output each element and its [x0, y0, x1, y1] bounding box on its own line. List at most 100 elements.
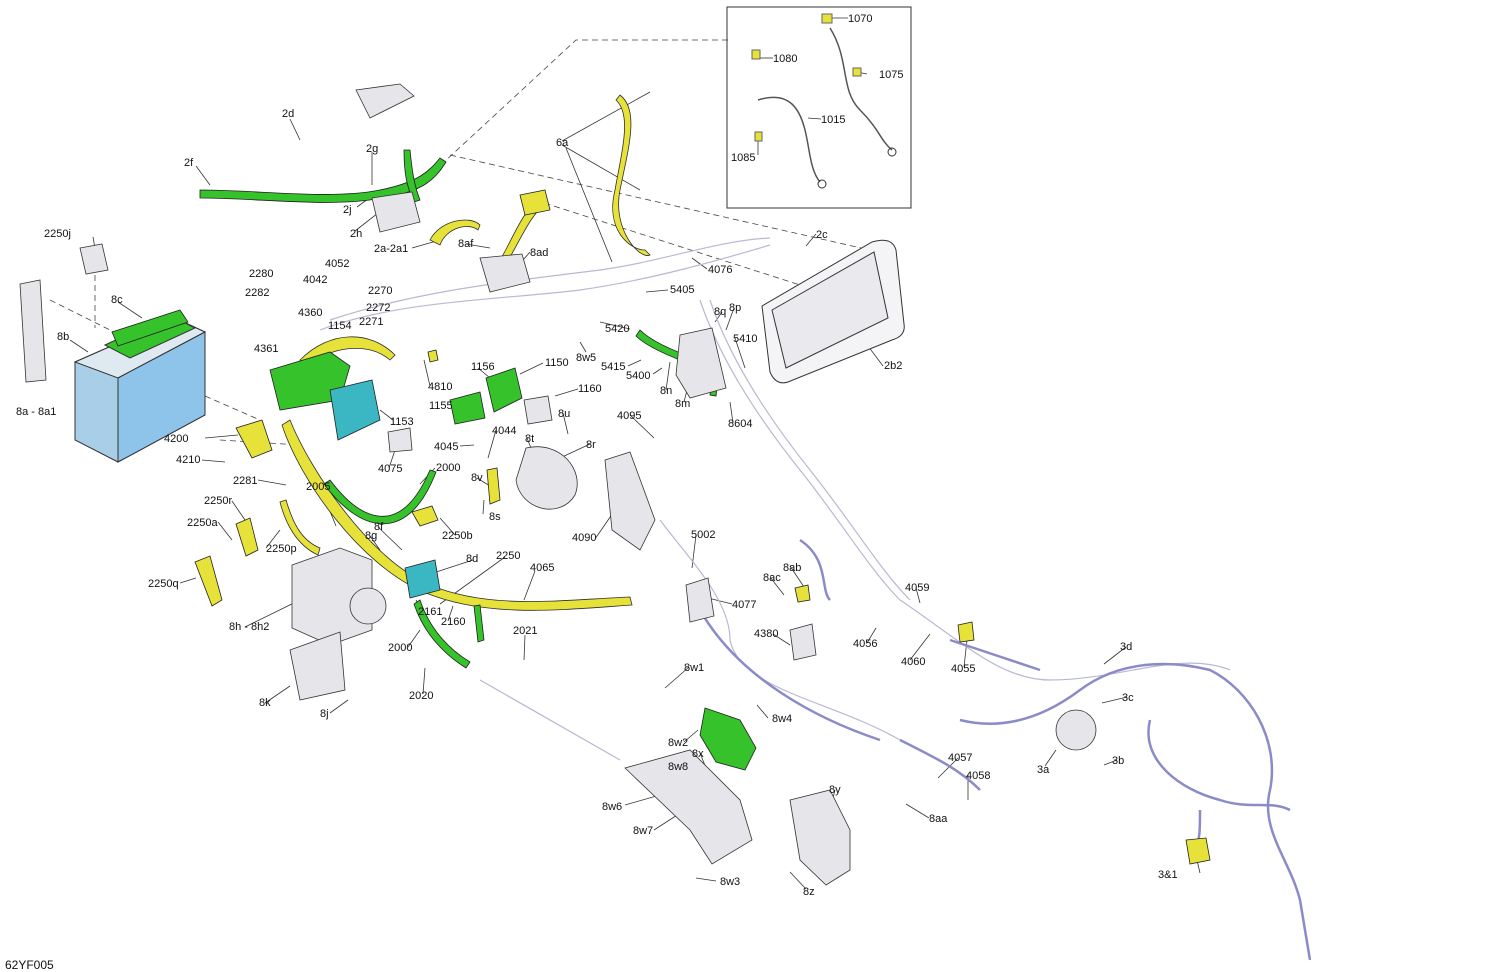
- callout-label: 2271: [359, 316, 384, 328]
- callout-label: 8d: [466, 553, 479, 565]
- callout-label: 2f: [184, 157, 194, 169]
- callout-label: 2250: [496, 550, 521, 562]
- callout-label: 3&1: [1158, 869, 1178, 881]
- inset-box: [726, 6, 912, 209]
- callout-label: 2250q: [148, 578, 179, 590]
- callout-label: 8m: [675, 398, 691, 410]
- callout-label: 8w7: [633, 825, 654, 837]
- callout-label: 8x: [692, 748, 704, 760]
- drawing-id: 62YF005: [5, 958, 54, 972]
- callout-label: 8t: [525, 433, 535, 445]
- callout-label: 2272: [366, 302, 391, 314]
- callout-label: 8v: [471, 472, 483, 484]
- callout-label: 8aa: [929, 813, 948, 825]
- callout-label: 1153: [390, 416, 414, 428]
- callout-label: 2020: [409, 690, 434, 702]
- callout-label: 4200: [164, 433, 189, 445]
- callout-label: 4045: [434, 441, 459, 453]
- callout-label: 8b: [57, 331, 70, 343]
- callout-label: 4058: [966, 770, 991, 782]
- callout-label: 4076: [708, 264, 733, 276]
- callout-label: 4055: [951, 663, 976, 675]
- callout-label: 2j: [343, 204, 352, 216]
- display-unit: [761, 239, 905, 384]
- callout-label: 8w5: [576, 352, 597, 364]
- callout-label: 2160: [441, 616, 466, 628]
- callout-label: 2h: [350, 228, 363, 240]
- callout-label: 4210: [176, 454, 201, 466]
- callout-label: 8g: [365, 530, 378, 542]
- callout-label: 8f: [374, 521, 384, 533]
- callout-label: 5415: [601, 361, 626, 373]
- green-components: [111, 309, 757, 771]
- callout-label: 8ab: [783, 562, 802, 574]
- callout-label: 1080: [773, 53, 798, 65]
- callout-label: 3d: [1120, 641, 1133, 653]
- callout-label: 3a: [1037, 764, 1050, 776]
- callout-label: 2c: [816, 229, 828, 241]
- callout-label: 8af: [458, 238, 474, 250]
- callout-label: 1075: [879, 69, 904, 81]
- callout-label: 8n: [660, 385, 673, 397]
- callout-label: 5002: [691, 529, 716, 541]
- callout-label: 2281: [233, 475, 258, 487]
- callout-leader-lines: [69, 17, 1201, 890]
- callout-label: 4810: [428, 381, 453, 393]
- callout-label: 8w6: [602, 801, 623, 813]
- battery: [73, 314, 207, 463]
- callout-label: 4060: [901, 656, 926, 668]
- callout-label: 8r: [586, 439, 596, 451]
- callout-label: 4360: [298, 307, 323, 319]
- yellow-components: [194, 189, 1211, 865]
- callout-label: 5420: [605, 323, 630, 335]
- callout-label: 2250p: [266, 543, 297, 555]
- grey-components: [19, 83, 1097, 886]
- callout-label: 8q: [714, 306, 727, 318]
- callout-label: 4095: [617, 410, 642, 422]
- callout-label: 8u: [558, 408, 571, 420]
- callout-label: 1160: [578, 383, 602, 395]
- callout-label: 4042: [303, 274, 328, 286]
- callout-label: 8h - 8h2: [229, 621, 270, 633]
- callout-label: 2250b: [442, 530, 473, 542]
- callout-label: 1015: [821, 114, 846, 126]
- cable-harness-outline: [319, 237, 1231, 761]
- callout-label: 2161: [418, 606, 443, 618]
- callout-label: 8w4: [772, 713, 793, 725]
- callout-label: 4059: [905, 582, 930, 594]
- callout-label: 8w3: [720, 876, 741, 888]
- callout-label: 5410: [733, 333, 758, 345]
- callout-label: 2000: [388, 642, 413, 654]
- callout-label: 2b2: [884, 360, 903, 372]
- callout-label: 2282: [245, 287, 270, 299]
- callout-label: 4065: [530, 562, 555, 574]
- callout-label: 8y: [829, 784, 841, 796]
- callout-label: 4361: [254, 343, 279, 355]
- callout-label: 2250r: [204, 495, 233, 507]
- callout-label: 2280: [249, 268, 274, 280]
- callout-label: 4057: [948, 752, 973, 764]
- callout-label: 2250j: [44, 228, 71, 240]
- callout-label: 8j: [320, 708, 329, 720]
- callout-label: 1070: [848, 13, 873, 25]
- callout-label: 4380: [754, 628, 779, 640]
- callout-label: 2a-2a1: [374, 243, 409, 255]
- callout-label: 5405: [670, 284, 695, 296]
- callout-label: 4075: [378, 463, 403, 475]
- callout-label: 5400: [626, 370, 651, 382]
- callout-label: 8w2: [668, 737, 689, 749]
- callout-label: 8ad: [530, 247, 549, 259]
- callout-label: 6a: [556, 137, 569, 149]
- callout-label: 8w8: [668, 761, 689, 773]
- callout-label: 2250a: [187, 517, 218, 529]
- callout-label: 1154: [328, 320, 352, 332]
- callout-label: 1156: [471, 361, 495, 373]
- callout-label: 1085: [731, 152, 756, 164]
- callout-label: 8604: [728, 418, 753, 430]
- callout-label: 8s: [489, 511, 501, 523]
- callout-label: 4044: [492, 425, 517, 437]
- callout-label: 3c: [1122, 692, 1134, 704]
- callout-label: 4090: [572, 532, 597, 544]
- callout-label: 8a - 8a1: [16, 406, 57, 418]
